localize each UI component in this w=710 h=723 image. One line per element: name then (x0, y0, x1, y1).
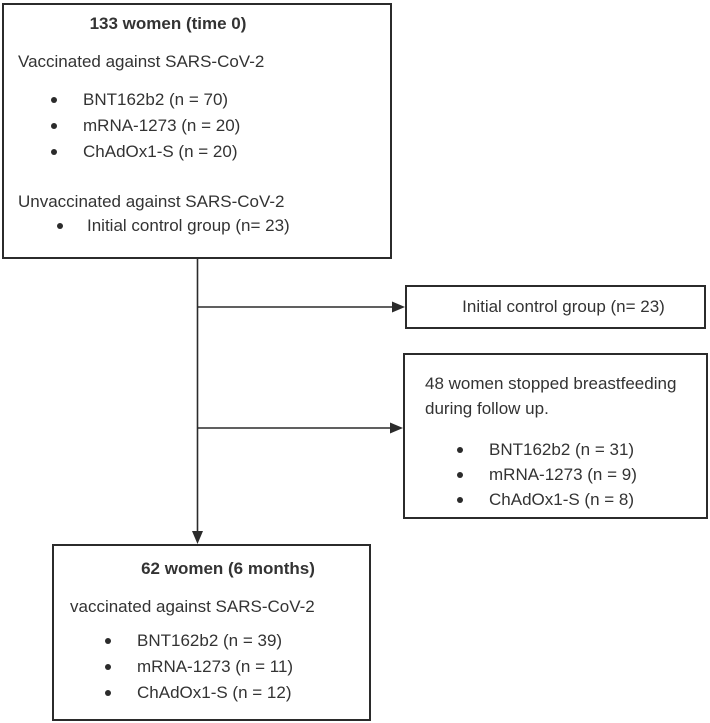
bullet-icon (51, 97, 57, 103)
bullet-icon (51, 123, 57, 129)
bullet-icon (105, 690, 111, 696)
list-item: mRNA-1273 (n = 20) (18, 113, 376, 139)
vaccinated-list: BNT162b2 (n = 70) mRNA-1273 (n = 20) ChA… (18, 87, 376, 165)
box-6months-subtitle: vaccinated against SARS-CoV-2 (70, 597, 315, 616)
list-item-label: BNT162b2 (n = 31) (489, 440, 635, 459)
list-item: ChAdOx1-S (n = 20) (18, 139, 376, 165)
list-item-label: mRNA-1273 (n = 11) (137, 657, 294, 676)
list-item-label: ChAdOx1-S (n = 8) (489, 490, 635, 509)
list-item: BNT162b2 (n = 70) (18, 87, 376, 113)
list-item: Initial control group (n= 23) (18, 213, 376, 239)
list-item-label: mRNA-1273 (n = 9) (489, 465, 637, 484)
bullet-icon (57, 223, 63, 229)
bullet-icon (105, 664, 111, 670)
unvaccinated-label: Unvaccinated against SARS-CoV-2 (18, 192, 285, 211)
bullet-icon (105, 638, 111, 644)
bullet-icon (457, 446, 463, 453)
box-initial-control-group-label: Initial control group (n= 23) (462, 297, 665, 316)
box-initial-control-group: Initial control group (n= 23) (405, 285, 706, 329)
box-stopped-breastfeeding: 48 women stopped breastfeeding during fo… (403, 353, 708, 519)
list-item: ChAdOx1-S (n = 8) (425, 487, 686, 512)
box-time0: 133 women (time 0) Vaccinated against SA… (2, 3, 392, 259)
list-item: mRNA-1273 (n = 9) (425, 462, 686, 487)
dropout-line2: during follow up. (425, 399, 549, 418)
arrowhead-right-control-icon (392, 301, 405, 313)
dropout-line1: 48 women stopped breastfeeding (425, 374, 677, 393)
list-item-label: ChAdOx1-S (n = 12) (137, 683, 292, 702)
bullet-icon (51, 149, 57, 155)
list-item: ChAdOx1-S (n = 12) (70, 680, 353, 706)
list-item-label: Initial control group (n= 23) (87, 216, 290, 235)
arrowhead-down-icon (192, 531, 203, 544)
box-6months: 62 women (6 months) vaccinated against S… (52, 544, 371, 721)
vaccinated-label: Vaccinated against SARS-CoV-2 (18, 52, 265, 71)
list-item-label: BNT162b2 (n = 39) (137, 631, 283, 650)
arrowhead-right-dropout-icon (390, 422, 403, 434)
6months-list: BNT162b2 (n = 39) mRNA-1273 (n = 11) ChA… (70, 628, 353, 706)
list-item: BNT162b2 (n = 31) (425, 437, 686, 462)
box-6months-title: 62 women (6 months) (141, 559, 315, 578)
list-item: BNT162b2 (n = 39) (70, 628, 353, 654)
dropout-list: BNT162b2 (n = 31) mRNA-1273 (n = 9) ChAd… (425, 437, 686, 512)
list-item: mRNA-1273 (n = 11) (70, 654, 353, 680)
box-time0-title: 133 women (time 0) (89, 14, 247, 33)
bullet-icon (457, 496, 463, 503)
bullet-icon (457, 471, 463, 478)
list-item-label: ChAdOx1-S (n = 20) (83, 142, 238, 161)
list-item-label: mRNA-1273 (n = 20) (83, 116, 241, 135)
list-item-label: BNT162b2 (n = 70) (83, 90, 229, 109)
